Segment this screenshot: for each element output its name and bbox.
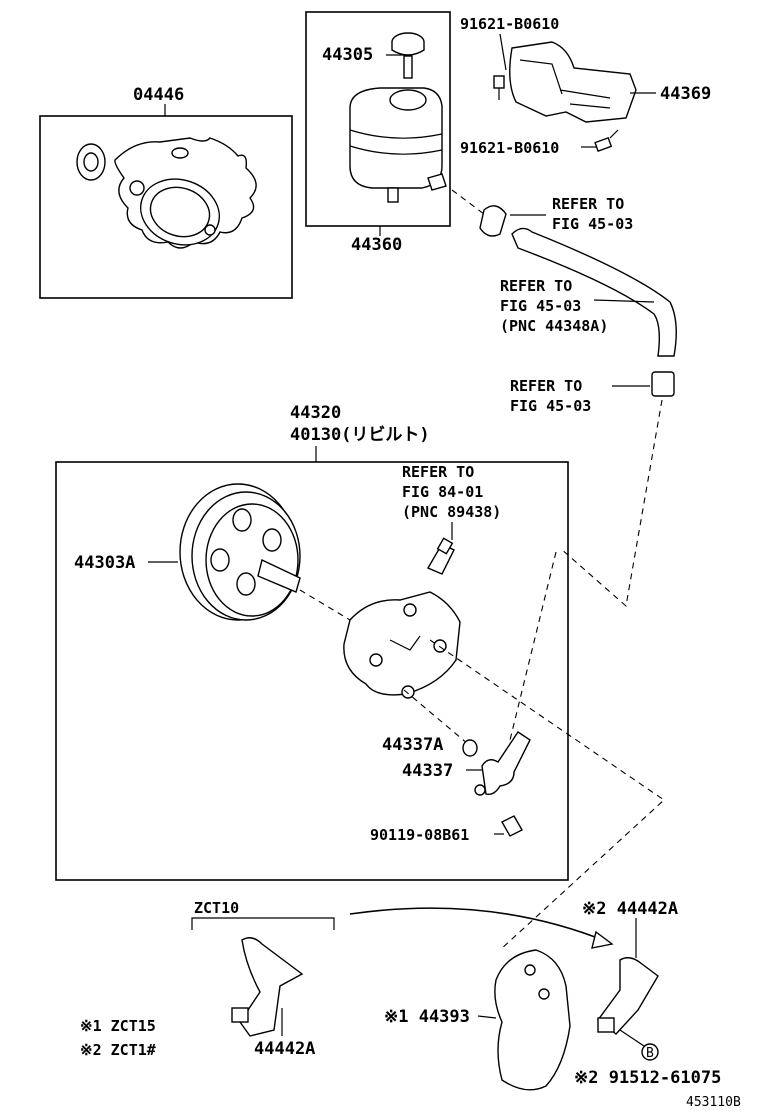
arrow-to-bracket xyxy=(349,907,609,943)
label-44337: 44337 xyxy=(402,761,453,781)
pump-body-drawing xyxy=(343,591,461,699)
bracket-44442A-right-drawing xyxy=(597,957,659,1035)
label-refer4-a: REFER TO xyxy=(402,463,474,481)
bracket-44442A-left-drawing xyxy=(231,937,304,1037)
label-fig-id: 453110B xyxy=(686,1095,741,1110)
oring-44337A-drawing xyxy=(462,739,478,757)
label-44303A: 44303A xyxy=(74,553,135,573)
pulley-44303A-drawing xyxy=(179,483,301,621)
label-refer2-b: FIG 45-03 xyxy=(500,297,581,315)
label-refer1-b: FIG 45-03 xyxy=(552,215,633,233)
label-refer4-c: (PNC 89438) xyxy=(402,503,501,521)
label-44442A-top: ※2 44442A xyxy=(582,899,678,919)
label-44320: 44320 xyxy=(290,403,341,423)
label-refer2-c: (PNC 44348A) xyxy=(500,317,608,335)
cover-44393-drawing xyxy=(494,949,571,1091)
reservoir-drawing xyxy=(349,32,447,203)
pump-assembly-frame xyxy=(55,461,569,881)
connector-89438-drawing xyxy=(426,537,455,575)
label-refer4-b: FIG 84-01 xyxy=(402,483,483,501)
label-note2: ※2 ZCT1# xyxy=(80,1041,156,1059)
label-refer3-b: FIG 45-03 xyxy=(510,397,591,415)
label-44369: 44369 xyxy=(660,84,711,104)
union-44337-drawing xyxy=(474,731,531,796)
label-note1: ※1 ZCT15 xyxy=(80,1017,156,1035)
label-90119: 90119-08B61 xyxy=(370,826,469,844)
label-circle-b: B xyxy=(646,1046,654,1061)
label-44305: 44305 xyxy=(322,45,373,65)
label-refer1-a: REFER TO xyxy=(552,195,624,213)
label-91512: ※2 91512-61075 xyxy=(574,1068,721,1088)
bracket-44369-drawing xyxy=(493,41,637,152)
label-zct10: ZCT10 xyxy=(194,899,239,917)
label-44393: ※1 44393 xyxy=(384,1007,470,1027)
hose-drawing xyxy=(479,205,677,397)
kit-04446-frame xyxy=(39,115,293,299)
circle-marker-b xyxy=(641,1043,659,1061)
reservoir-44360-frame xyxy=(305,11,451,227)
bolt-90119-drawing xyxy=(501,815,523,837)
label-44337A: 44337A xyxy=(382,735,443,755)
gasket-kit-drawing xyxy=(76,137,257,249)
label-04446: 04446 xyxy=(133,85,184,105)
label-44442A-left: 44442A xyxy=(254,1039,315,1059)
label-bolt-mid: 91621-B0610 xyxy=(460,139,559,157)
label-44360: 44360 xyxy=(351,235,402,255)
label-bolt-top: 91621-B0610 xyxy=(460,15,559,33)
label-refer2-a: REFER TO xyxy=(500,277,572,295)
label-refer3-a: REFER TO xyxy=(510,377,582,395)
label-40130: 40130(リビルト) xyxy=(290,425,430,445)
